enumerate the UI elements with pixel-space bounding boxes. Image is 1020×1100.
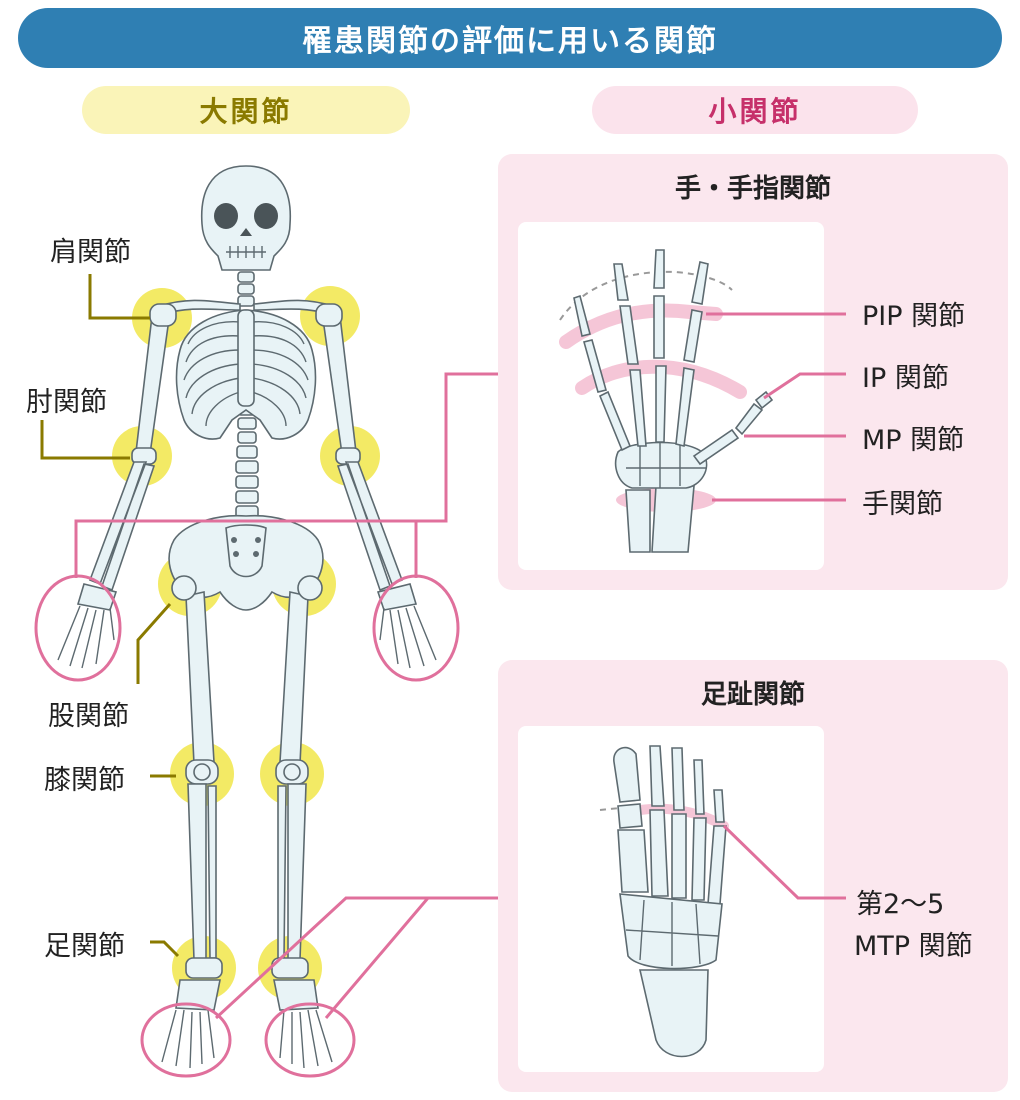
knee-joint-label: 膝関節 xyxy=(44,758,125,797)
left-tibia xyxy=(278,784,306,960)
right-hand-ring xyxy=(36,576,120,680)
ip-joint-label: IP 関節 xyxy=(862,356,949,395)
left-femur xyxy=(280,592,308,764)
foot-connector xyxy=(216,898,498,1018)
ankle-joint-label: 足関節 xyxy=(44,924,125,963)
pip-joint-label: PIP 関節 xyxy=(862,294,965,333)
mp-joint-label: MP 関節 xyxy=(862,418,964,457)
ip-leader xyxy=(764,374,846,398)
right-hand-small xyxy=(58,584,116,668)
mtp-leader xyxy=(724,826,846,898)
ankle-leader xyxy=(150,942,178,956)
elbow-joint-label: 肘関節 xyxy=(26,380,107,419)
hand-detail xyxy=(560,250,772,552)
right-forearm xyxy=(90,462,154,590)
left-foot-small xyxy=(274,980,332,1068)
right-foot-small xyxy=(162,980,220,1068)
mtp-joint-label-line1: 第2～5 xyxy=(856,882,944,921)
left-foot-ring xyxy=(266,1004,354,1076)
right-tibia xyxy=(188,784,216,960)
hip-leader xyxy=(138,604,170,684)
left-forearm xyxy=(338,462,402,590)
right-foot-ring xyxy=(142,1004,230,1076)
shoulder-joint-label: 肩関節 xyxy=(50,230,131,269)
left-hand-ring xyxy=(374,576,458,680)
right-femur xyxy=(186,592,214,764)
left-hand-small xyxy=(378,584,436,668)
mtp-joint-label-line2: MTP 関節 xyxy=(854,924,973,963)
foot-detail xyxy=(600,746,726,1057)
wrist-joint-label: 手関節 xyxy=(862,482,943,521)
hip-joint-label: 股関節 xyxy=(48,694,129,733)
